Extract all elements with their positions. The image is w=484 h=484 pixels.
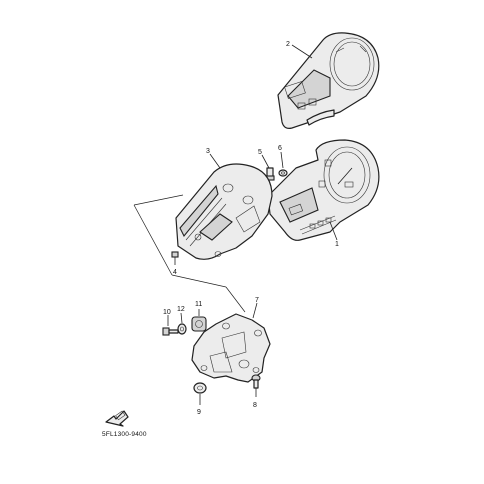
callout-1: 1: [335, 241, 339, 248]
callout-2: 2: [286, 41, 290, 48]
grommet-part-6: [278, 169, 288, 177]
callout-3: 3: [206, 148, 210, 155]
callout-6: 6: [278, 145, 282, 152]
meter-assembly-part: [267, 139, 380, 241]
callout-5: 5: [258, 149, 262, 156]
fwd-arrow-icon: [105, 410, 129, 427]
callout-11: 11: [195, 301, 202, 308]
screw-part-4: [171, 251, 179, 265]
damper-part-11: [191, 316, 207, 332]
callout-12: 12: [177, 306, 185, 313]
meter-cover-part: [277, 32, 380, 129]
meter-housing-part: [175, 163, 273, 260]
callout-4: 4: [173, 269, 177, 276]
washer-part-12: [177, 323, 187, 335]
callout-9: 9: [197, 409, 201, 416]
collar-part-9: [193, 382, 207, 394]
callout-10: 10: [163, 309, 171, 316]
diagram-code: 5FL1300-9400: [102, 431, 147, 438]
bolt-part-8: [251, 374, 261, 389]
bolt-part-10: [162, 327, 179, 336]
callout-7: 7: [255, 297, 259, 304]
bracket-part: [191, 313, 271, 383]
callout-8: 8: [253, 402, 257, 409]
